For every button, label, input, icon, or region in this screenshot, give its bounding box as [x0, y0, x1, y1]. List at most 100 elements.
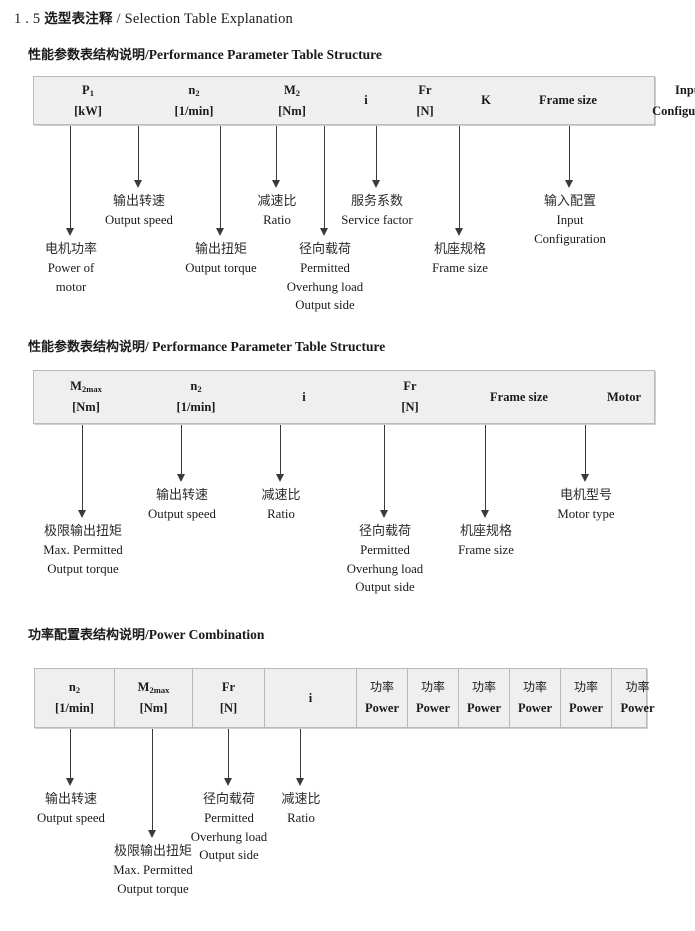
header-label-top: 功率 [573, 679, 598, 694]
arrow-power-of-motor [66, 126, 75, 236]
header-label-top: Fr [418, 82, 432, 97]
table-header-p1: P1 [kW] [34, 77, 142, 124]
header-label-bottom: [1/min] [176, 400, 216, 414]
table-header-frame-size: Frame size [466, 371, 572, 423]
header-label-top: 功率 [471, 679, 496, 694]
header-label-top: M2 [283, 82, 301, 98]
note-en-line-2: Output side [355, 579, 415, 594]
note-cn: 输出转速 [155, 488, 209, 503]
page-title-separator: / [116, 11, 121, 27]
header-label-top: 功率 [522, 679, 547, 694]
arrow-overhung-load-2 [380, 425, 389, 518]
note-en-line-0: Output torque [185, 261, 257, 276]
note-en-line-0: Ratio [287, 811, 315, 826]
section-2-subtitle: 性能参数表结构说明/ Performance Parameter Table S… [28, 336, 385, 355]
header-label-top: P1 [82, 82, 94, 98]
header-label-bottom: Power [364, 700, 399, 715]
arrow-output-speed [134, 126, 143, 188]
table-header-n2: n2 [1/min] [35, 669, 115, 727]
header-label-bottom: [1/min] [174, 103, 214, 118]
header-label-top: Input [675, 82, 695, 97]
note-cn: 输出扭矩 [194, 242, 248, 257]
note-en-line-0: Output speed [37, 811, 105, 826]
section-2-subtitle-sep: / [145, 339, 153, 354]
table-header-i: i [254, 371, 354, 423]
note-cn: 径向载荷 [202, 792, 256, 807]
note-cn: 极限输出扭矩 [43, 524, 122, 539]
header-label-top: Frame size [490, 389, 548, 404]
header-label-top: K [481, 93, 491, 108]
note-en-line-0: Max. Permitted [113, 863, 193, 878]
header-label-top: M2max [137, 680, 170, 696]
header-label-bottom: [N] [219, 701, 238, 715]
note-cn: 机座规格 [433, 242, 487, 257]
note-en-line-1: Overhung load [190, 829, 268, 844]
header-label-top: Fr [403, 379, 417, 394]
header-label-bottom: Configuration [652, 103, 695, 118]
section-2-subtitle-cn: 性能参数表结构说明 [28, 340, 146, 355]
header-label-top: n2 [190, 379, 202, 395]
header-label-top: M2max [70, 379, 102, 395]
note-frame-size: 机座规格 Frame size [432, 241, 488, 278]
header-label-top: n2 [68, 680, 81, 696]
arrow-frame-size-2 [481, 425, 490, 518]
page-title-number: 1 . 5 [14, 11, 41, 27]
header-label-top: Fr [221, 680, 236, 695]
table-header-motor: Motor [572, 371, 676, 423]
table-header-n2: n2 [1/min] [138, 371, 254, 423]
note-cn: 极限输出扭矩 [113, 844, 192, 859]
note-en-line-0: Ratio [263, 213, 291, 228]
page-title-en: Selection Table Explanation [124, 11, 293, 27]
note-output-torque: 输出扭矩 Output torque [185, 241, 256, 278]
arrow-ratio-3 [296, 729, 305, 786]
note-en-line-0: Ratio [267, 507, 295, 522]
note-en-line-0: Permitted [300, 261, 350, 276]
table-header-k: K [456, 77, 516, 124]
section-2-subtitle-en: Performance Parameter Table Structure [152, 339, 386, 354]
arrow-max-output-torque-3 [148, 729, 157, 838]
section-1-subtitle: 性能参数表结构说明/Performance Parameter Table St… [28, 44, 382, 63]
note-en-line-1: Output torque [117, 881, 189, 896]
note-en-line-0: Motor type [557, 507, 615, 522]
table-header-m2max: M2max[Nm] [34, 371, 138, 423]
arrow-motor-type [581, 425, 590, 482]
header-label-bottom: Power [517, 700, 552, 715]
arrow-ratio [272, 126, 281, 188]
page-title-cn: 选型表注释 [44, 11, 113, 27]
note-en-line-1: Overhung load [286, 279, 364, 294]
header-label-bottom: Power [466, 700, 501, 715]
header-label-bottom: [1/min] [55, 701, 94, 715]
note-en-line-0: Frame size [432, 261, 488, 276]
table-header-fr: Fr[N] [394, 77, 456, 124]
note-en-line-0: Max. Permitted [43, 543, 123, 558]
arrow-input-configuration [565, 126, 574, 188]
table-header-fr: Fr [N] [354, 371, 466, 423]
header-label-bottom: [N] [401, 400, 419, 414]
header-label-bottom: [Nm] [278, 103, 306, 118]
note-en-line-0: Power of [47, 261, 95, 276]
table-header-power-4: 功率 Power [510, 669, 561, 727]
section-3-subtitle: 功率配置表结构说明/Power Combination [28, 624, 264, 643]
note-en-line-0: Input [556, 213, 584, 228]
arrow-output-torque [216, 126, 225, 236]
header-label-bottom: [kW] [74, 103, 102, 118]
header-label-top: i [308, 690, 313, 705]
note-en-line-1: motor [55, 279, 87, 294]
